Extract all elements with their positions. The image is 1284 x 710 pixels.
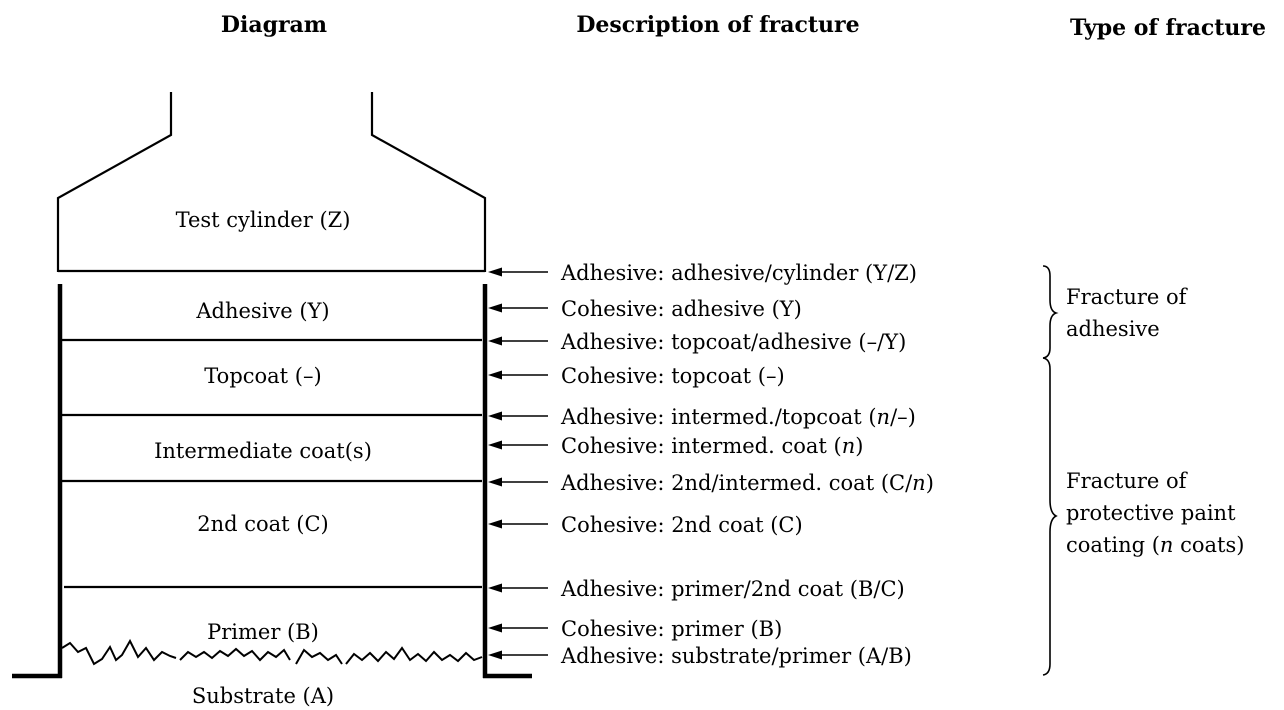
layer-test-cylinder: Test cylinder (Z) [176, 208, 351, 232]
description-4: Adhesive: intermed./topcoat (n/–) [560, 405, 916, 429]
description-0: Adhesive: adhesive/cylinder (Y/Z) [560, 261, 917, 285]
arrow-head-4 [488, 411, 502, 421]
arrow-head-8 [488, 583, 502, 593]
rough-interface-right [345, 646, 483, 665]
header-type: Type of fracture [1070, 15, 1266, 41]
description-3: Cohesive: topcoat (–) [561, 364, 785, 388]
arrow-head-9 [488, 623, 502, 633]
arrow-head-0 [488, 267, 502, 277]
description-9: Cohesive: primer (B) [561, 617, 782, 641]
group-paint-line1: Fracture of [1066, 469, 1189, 493]
arrow-head-2 [488, 336, 502, 346]
group-adhesive-line1: Fracture of [1066, 285, 1189, 309]
arrow-head-6 [488, 477, 502, 487]
layer-substrate: Substrate (A) [192, 684, 334, 708]
arrow-head-10 [488, 650, 502, 660]
group-adhesive-line2: adhesive [1066, 317, 1160, 341]
rough-interface-left [61, 638, 177, 666]
rough-interface-mid2 [295, 648, 343, 665]
layer-second-coat: 2nd coat (C) [197, 512, 329, 536]
arrow-head-7 [488, 519, 502, 529]
description-group: Adhesive: adhesive/cylinder (Y/Z) Cohesiv… [560, 261, 934, 668]
cylinder-right-outline [370, 92, 487, 272]
description-8: Adhesive: primer/2nd coat (B/C) [560, 577, 905, 601]
header-diagram: Diagram [221, 12, 327, 38]
description-10: Adhesive: substrate/primer (A/B) [560, 644, 912, 668]
rough-interface-mid [179, 647, 291, 662]
brace-adhesive [1042, 265, 1059, 359]
arrow-head-5 [488, 440, 502, 450]
group-paint-line3: coating (n coats) [1066, 533, 1244, 557]
layer-primer: Primer (B) [207, 620, 319, 644]
layer-adhesive: Adhesive (Y) [195, 299, 329, 323]
layer-topcoat: Topcoat (–) [204, 364, 321, 388]
description-7: Cohesive: 2nd coat (C) [561, 513, 803, 537]
header-description: Description of fracture [576, 12, 859, 38]
description-5: Cohesive: intermed. coat (n) [561, 434, 863, 458]
description-2: Adhesive: topcoat/adhesive (–/Y) [560, 330, 906, 354]
arrow-head-1 [488, 303, 502, 313]
arrow-head-3 [488, 370, 502, 380]
cylinder-left-outline [56, 92, 173, 272]
brace-paint [1042, 357, 1058, 676]
group-paint-line2: protective paint [1066, 501, 1236, 525]
layer-intermediate: Intermediate coat(s) [154, 439, 372, 463]
arrow-group [488, 267, 548, 660]
description-6: Adhesive: 2nd/intermed. coat (C/n) [560, 471, 934, 495]
description-1: Cohesive: adhesive (Y) [561, 297, 802, 321]
